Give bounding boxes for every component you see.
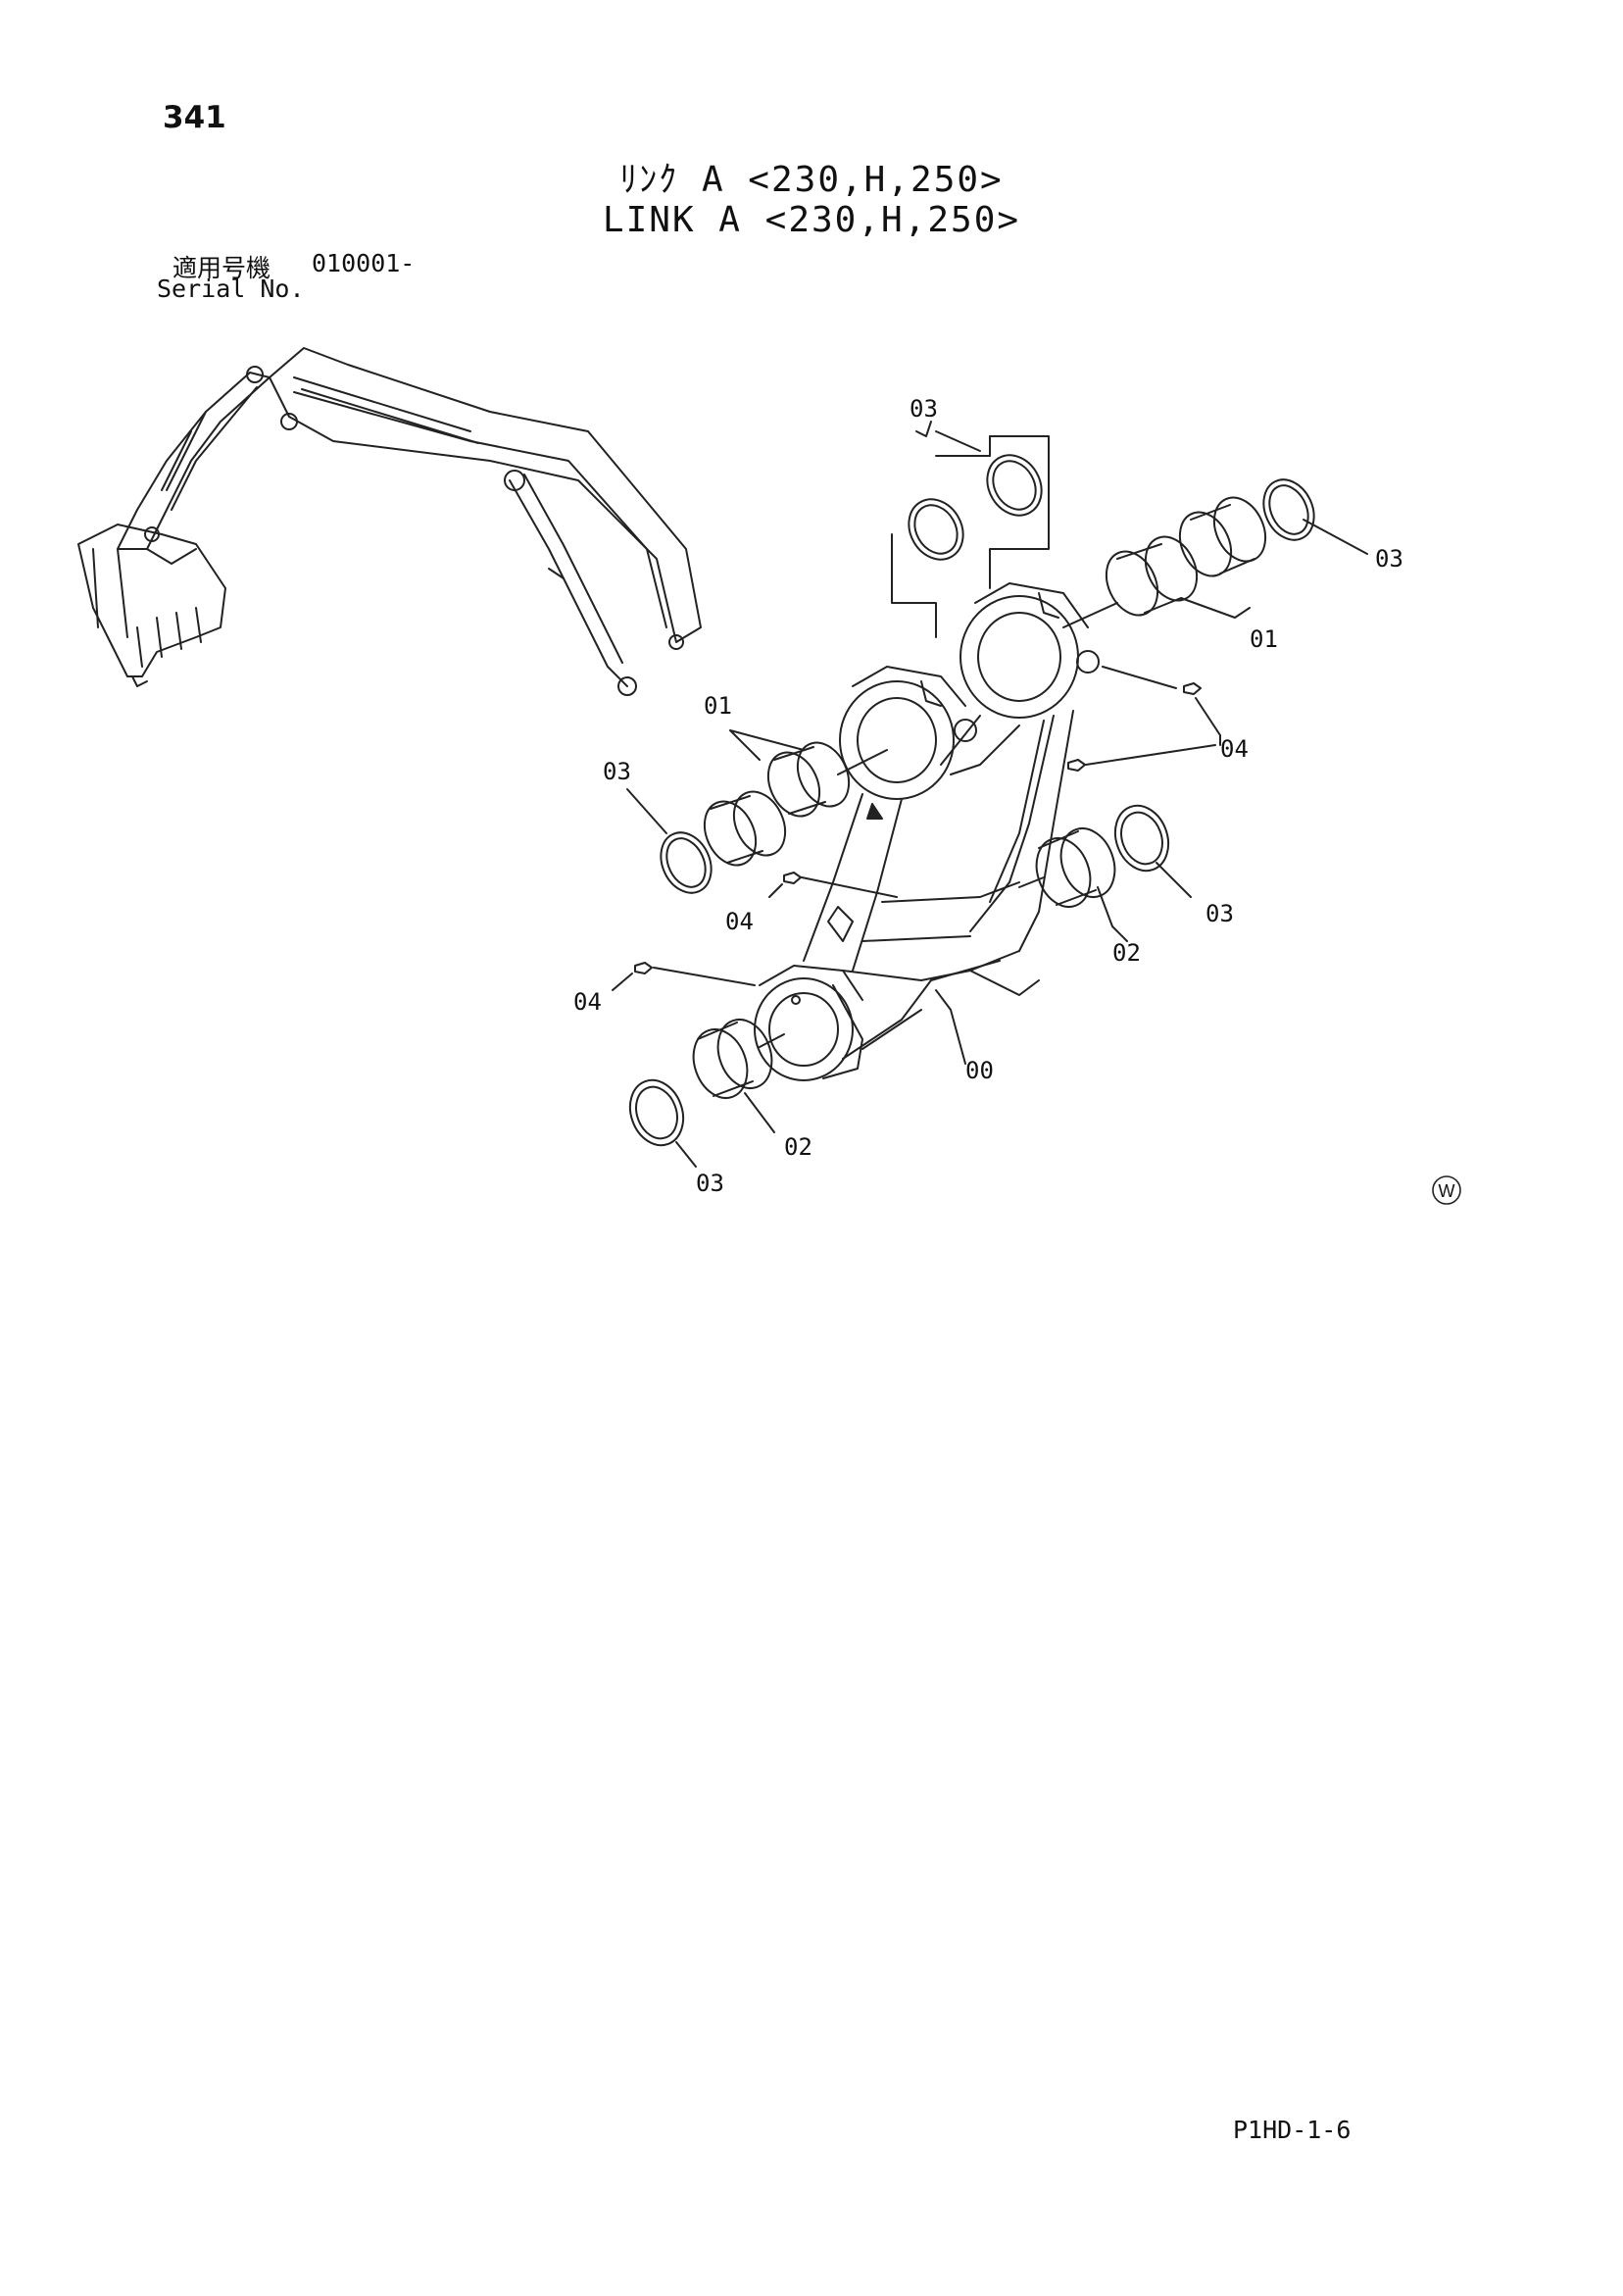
- revision-marker-letter: W: [1439, 1181, 1455, 1201]
- lower-left-bushing-and-ring: [628, 1019, 785, 1168]
- callout-02-right: 02: [1112, 939, 1141, 967]
- callout-04-left: 04: [573, 988, 602, 1016]
- page-title-japanese: ﾘﾝｸ A <230,H,250>: [619, 160, 1004, 200]
- callout-03-mid-right: 03: [1205, 900, 1234, 927]
- right-bushings-and-ring: [1062, 478, 1368, 628]
- callout-02-bottom: 02: [784, 1133, 812, 1161]
- callout-03-right: 03: [1375, 545, 1403, 573]
- callout-04-right: 04: [1220, 735, 1249, 763]
- serial-label-japanese: 適用号機: [172, 254, 271, 282]
- callout-04-mid: 04: [725, 908, 754, 935]
- callout-03-left: 03: [603, 758, 631, 785]
- callout-01-left: 01: [704, 692, 732, 720]
- callout-03-bottom: 03: [696, 1170, 724, 1197]
- serial-label-english: Serial No.: [157, 275, 305, 303]
- page-title-english: LINK A <230,H,250>: [602, 200, 1021, 240]
- left-bushings-and-ring: [626, 729, 888, 894]
- grease-fittings-part-04: [612, 666, 1221, 1065]
- callout-03-top: 03: [910, 395, 938, 423]
- serial-number-value: 010001-: [312, 249, 416, 277]
- right-lower-bushing-and-ring: [1018, 804, 1192, 942]
- top-seal-rings: [891, 421, 1050, 638]
- document-code: P1HD-1-6: [1233, 2116, 1352, 2144]
- page-number: 341: [163, 100, 226, 135]
- excavator-attachment-sketch: [77, 347, 702, 696]
- link-body-part-00: [754, 582, 1100, 1081]
- callout-00: 00: [965, 1057, 994, 1084]
- callout-01-right: 01: [1250, 625, 1278, 653]
- revision-marker-circle: [1432, 1175, 1461, 1205]
